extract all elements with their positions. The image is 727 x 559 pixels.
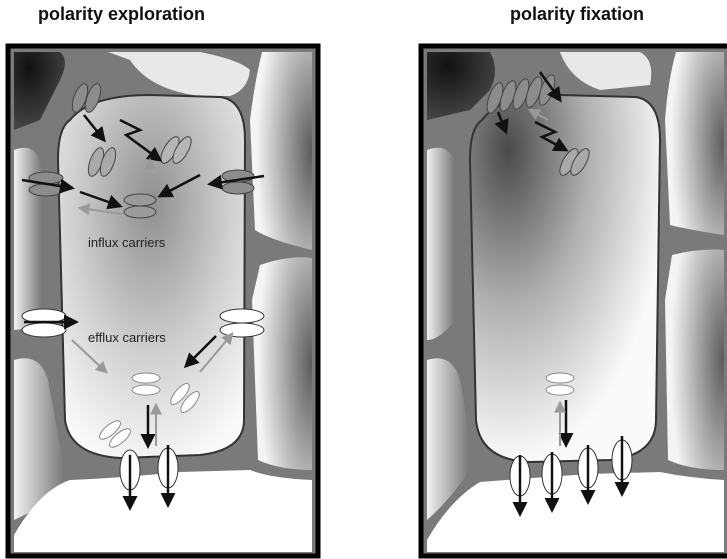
efflux-carrier <box>220 323 264 337</box>
neighbor-cell <box>252 257 312 470</box>
influx-carrier <box>124 194 156 206</box>
efflux-carrier <box>546 385 574 395</box>
panel-exploration: influx carriers efflux carriers <box>8 46 318 556</box>
neighbor-cell <box>250 52 312 250</box>
panel-fixation <box>421 46 727 556</box>
efflux-carrier <box>132 373 160 383</box>
influx-carrier <box>222 182 254 194</box>
efflux-label: efflux carriers <box>88 330 166 345</box>
neighbor-cell <box>427 148 455 340</box>
efflux-carrier <box>546 373 574 383</box>
neighbor-cell <box>665 52 724 235</box>
influx-carrier <box>124 206 156 218</box>
efflux-carrier <box>132 385 160 395</box>
efflux-carrier <box>220 309 264 323</box>
efflux-carrier <box>22 323 66 337</box>
main-cell <box>58 95 245 458</box>
influx-label: influx carriers <box>88 235 166 250</box>
neighbor-cell <box>665 250 724 470</box>
